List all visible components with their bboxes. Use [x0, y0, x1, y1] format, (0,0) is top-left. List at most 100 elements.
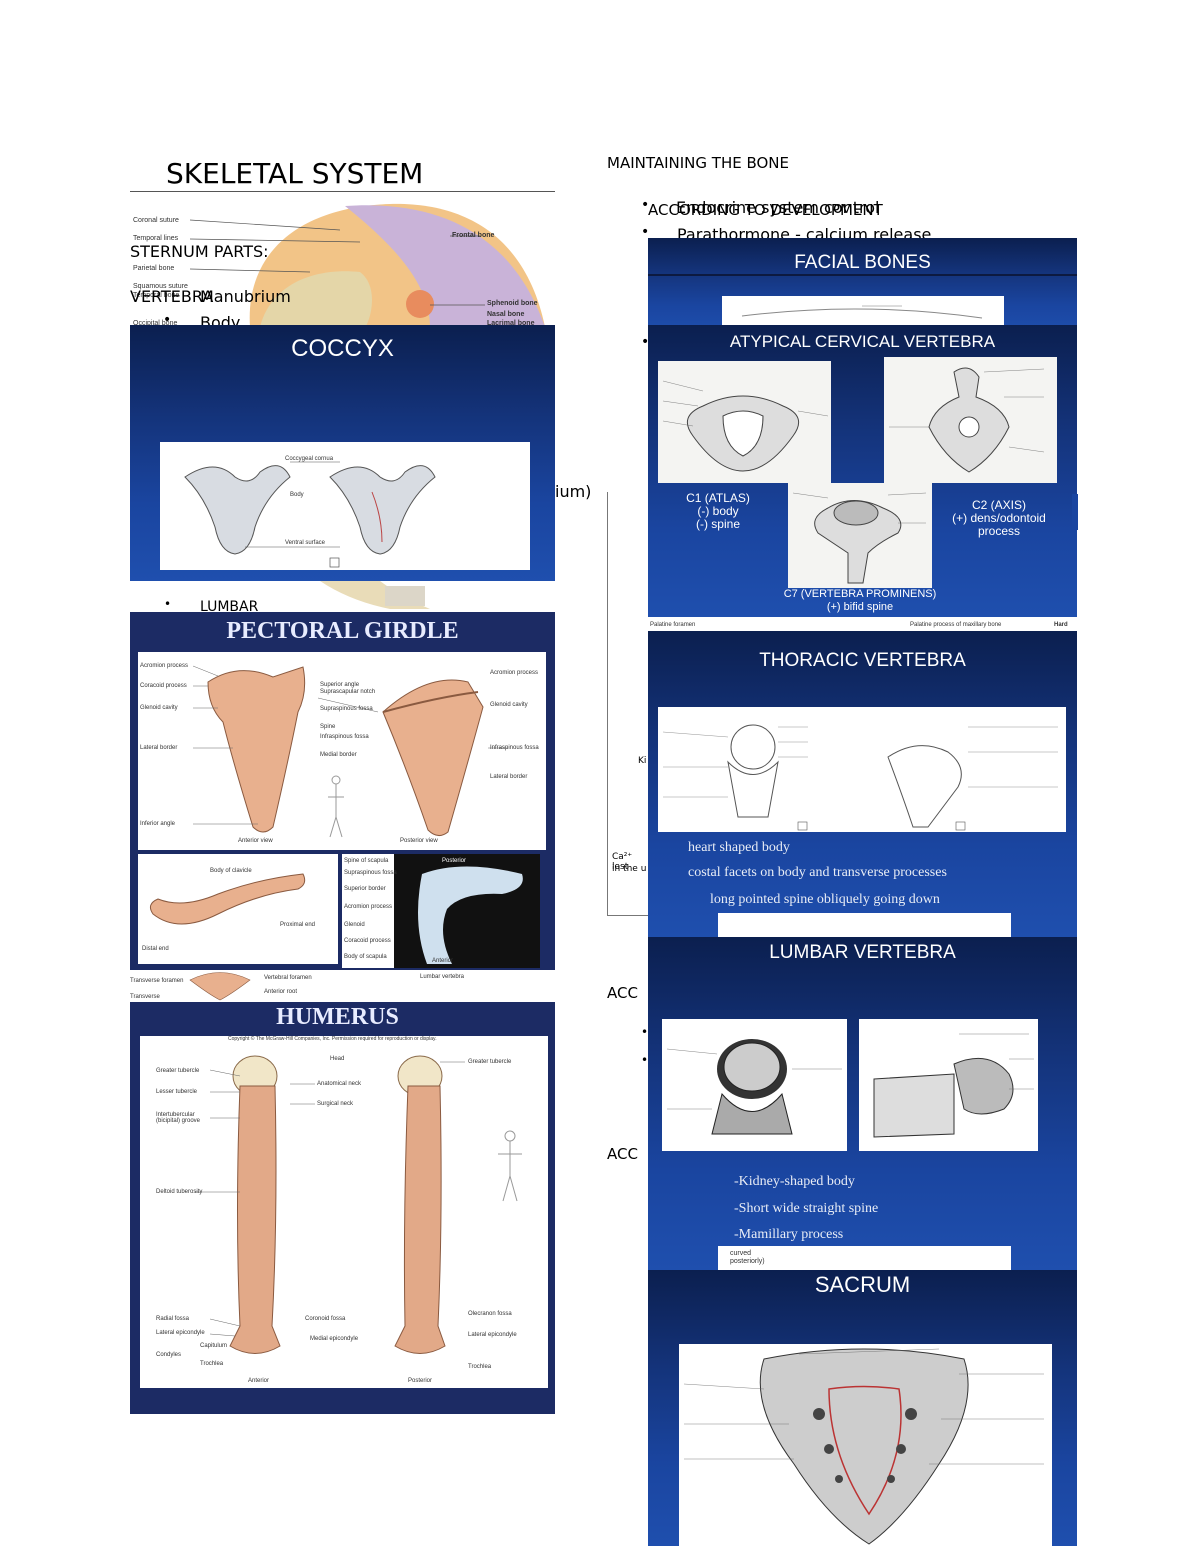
thoracic-diagram [658, 707, 1066, 832]
thoracic-bullet: heart shaped body [688, 840, 790, 855]
vertebra-strip-label: Anterior root [264, 989, 298, 995]
glenoid-label: Acromion process [344, 904, 393, 910]
humerus-label: Deltoid tuberosity [156, 1189, 203, 1195]
facial-illustration [741, 305, 983, 319]
humerus-label: Lesser tubercle [156, 1089, 198, 1095]
glenoid-label: Anterior [432, 958, 454, 964]
humerus-label: Olecranon fossa [468, 1311, 512, 1317]
ki-fragment: Ki [638, 756, 647, 766]
ca-fragment: Ca²⁺ lost [612, 852, 633, 872]
vertebra-strip-label: Lumbar vertebra [420, 974, 465, 980]
c7-caption-line: (+) bifid spine [826, 601, 894, 613]
box-border [607, 492, 608, 916]
thoracic-slide: THORACIC VERTEBRA heart shaped body cost… [648, 631, 1077, 937]
glenoid-illustration [394, 854, 540, 968]
skull-label: Sphenoid bone [487, 300, 538, 307]
scapula-label: Acromion process [490, 670, 539, 676]
view-label: Anterior [248, 1378, 270, 1384]
vertebra-strip-label: Vertebral foramen [264, 975, 312, 981]
view-label: Anterior view [238, 838, 273, 844]
scapula-label: Suprascapular notch [320, 689, 376, 695]
thoracic-title: THORACIC VERTEBRA [759, 650, 966, 671]
coccyx-diagram: Coccygeal cornua Body Ventral surface [160, 442, 530, 570]
skull-label: Coronal suture [133, 217, 179, 224]
skull-label: Temporal bone [133, 292, 180, 299]
scapula-label: Infraspinous fossa [320, 734, 369, 740]
bullet-dot: • [641, 224, 650, 240]
clavicle-label: Distal end [142, 946, 169, 952]
humerus-label: Trochlea [468, 1364, 492, 1370]
c7-illustration [792, 492, 927, 584]
sacrum-slide: SACRUM [648, 1270, 1077, 1546]
sacrum-title: SACRUM [814, 1272, 911, 1297]
coccyx-label: Body [290, 492, 304, 498]
c2-edge-strip [1072, 494, 1078, 530]
acc-fragment: ACC [607, 1145, 638, 1163]
clavicle-diagram: Body of clavicle Proximal end Distal end [138, 854, 338, 964]
bullet-dot: • [163, 312, 172, 328]
glenoid-label: Body of scapula [344, 954, 387, 960]
lumbar-bottom-strip: curved posteriorly) [718, 1246, 1011, 1270]
vertebra-overlap-text: VERTEBRA [130, 287, 214, 306]
humerus-label: Radial fossa [156, 1316, 190, 1322]
c1-caption-line: (-) body [697, 504, 739, 518]
humerus-label: Trochlea [200, 1361, 224, 1367]
lumbar-title: LUMBAR VERTEBRA [769, 942, 956, 963]
coccyx-slide: COCCYX Coccygeal cornua Body Ventral sur… [130, 325, 555, 581]
ca-fragment: in the u [612, 864, 647, 874]
thoracic-bullet: costal facets on body and transverse pro… [688, 865, 947, 880]
skull-label: Nasal bone [487, 311, 525, 318]
scapula-label: Medial border [320, 752, 357, 758]
maintaining-heading: MAINTAINING THE BONE [607, 154, 790, 172]
humerus-diagram: Copyright © The McGraw-Hill Companies, I… [140, 1036, 548, 1388]
coccyx-label: Ventral surface [285, 540, 326, 546]
palate-label: Palatine foramen [650, 622, 696, 628]
scapula-diagram: Acromion process Coracoid process Glenoi… [138, 652, 546, 850]
lumbar-bullet: -Short wide straight spine [734, 1201, 879, 1216]
c7-caption-line: C7 (VERTEBRA PROMINENS) [783, 588, 937, 600]
glenoid-label: Superior border [344, 886, 386, 892]
c1-diagram [658, 361, 831, 483]
humerus-label: Lateral epicondyle [156, 1330, 205, 1336]
coccyx-illustration [184, 461, 436, 568]
c1-caption-line: C1 (ATLAS) [686, 491, 750, 505]
skeleton-fragment [320, 581, 430, 609]
pectoral-title: PECTORAL GIRDLE [226, 618, 459, 644]
bullet-dot: • [641, 197, 650, 213]
manubrium-text: Manubrium [200, 287, 291, 306]
ium-fragment: ium) [555, 482, 592, 501]
lumbar-top-illustration [666, 1039, 842, 1135]
atlas-illustration [662, 380, 829, 472]
coccyx-title: COCCYX [291, 335, 394, 362]
lumbar-diagram-right [859, 1019, 1038, 1151]
lumbar-slide: LUMBAR VERTEBRA -Kidney-shaped body -Sho… [648, 937, 1077, 1270]
skeleton-strip: • LUMBAR [130, 581, 555, 611]
humerus-label: Capitulum [200, 1343, 228, 1349]
vertebra-fragment [189, 972, 251, 1001]
page-title: SKELETAL SYSTEM [166, 157, 424, 190]
thoracic-illustration [662, 724, 1058, 831]
clavicle-illustration [149, 873, 306, 925]
bullet-dot: • [164, 597, 172, 611]
scapula-label: Superior angle [320, 682, 360, 688]
bullet-dot: • [641, 1053, 649, 1067]
scapula-label: Infraspinous fossa [490, 745, 539, 751]
c2-caption-line: process [977, 524, 1021, 538]
vertebra-strip-label: Transverse foramen [130, 978, 184, 984]
humerus-label: Greater tubercle [468, 1059, 512, 1065]
skull-label: Parietal bone [133, 265, 175, 272]
scapula-label: Lateral border [490, 774, 528, 780]
skull-label: Occipital bone [133, 320, 178, 327]
c2-caption-line: C2 (AXIS) [971, 498, 1026, 512]
humerus-label: Lateral epicondyle [468, 1332, 517, 1338]
scapula-label: Supraspinous fossa [320, 706, 373, 712]
c2-caption-line: (+) dens/odontoid [952, 511, 1046, 525]
thoracic-bottom-strip [718, 913, 1011, 937]
c1-caption-line: (-) spine [695, 517, 740, 531]
c7-caption: C7 (VERTEBRA PROMINENS) (+) bifid spine [768, 588, 952, 614]
body-text: Body [200, 313, 241, 325]
scapula-label: Spine [320, 724, 336, 730]
vertebra-strip-label: Transverse [130, 994, 160, 1000]
sacrum-diagram [679, 1344, 1052, 1546]
palate-label: Hard [1054, 622, 1068, 628]
